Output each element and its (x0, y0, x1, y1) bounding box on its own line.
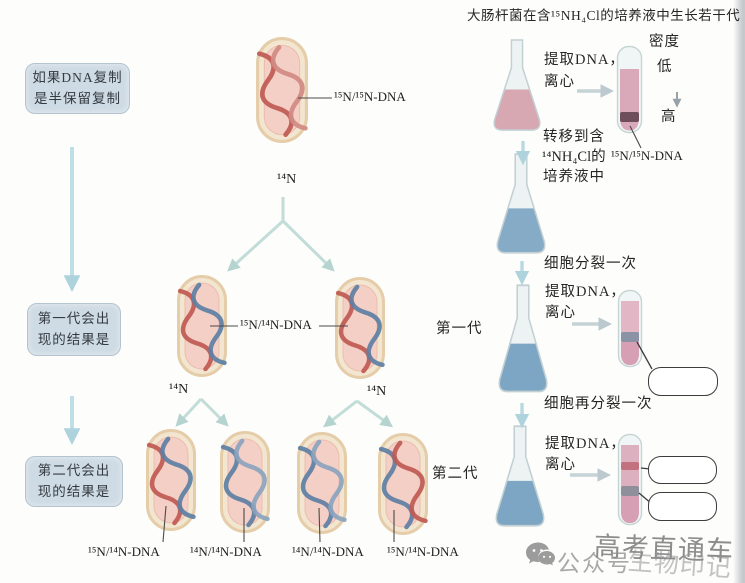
transfer-line1: 转移到含 (543, 129, 605, 145)
gen2-dna-label-1: ¹⁵N/¹⁴N-DNA (88, 544, 160, 559)
division2-left-branch-1 (175, 397, 203, 427)
bacterium-parent (255, 37, 309, 143)
density-title: 密度 (649, 34, 680, 50)
page-scan-edge (733, 0, 745, 583)
hypothesis-box: 如果DNA复制 是半保留复制 (25, 63, 130, 114)
division1-branch-right (281, 219, 335, 272)
bacterium-gen2-2 (219, 431, 271, 533)
flask1-liquid (494, 89, 540, 131)
transfer-line2: ¹⁴NH₄Cl的 (542, 149, 606, 165)
gen1-result-line2: 现的结果是 (37, 331, 111, 347)
division2-right-branch-1 (323, 399, 358, 428)
division2-left-branch-2 (199, 397, 229, 427)
tube3-light-band (621, 462, 639, 470)
gen2-dna-label-4: ¹⁵N/¹⁴N-DNA (387, 544, 459, 559)
wechat-icon (526, 542, 555, 566)
flask-14n-medium-1 (496, 153, 546, 254)
divide-again-label: 细胞再分裂一次 (544, 396, 653, 412)
divide-once-label: 细胞分裂一次 (544, 256, 637, 272)
medium-label-top: ¹⁴N (277, 172, 297, 187)
bacterium-gen1-left (176, 275, 228, 377)
parent-dna-label: ¹⁵N/¹⁵N-DNA (334, 89, 406, 104)
flask-14n-medium-3 (495, 425, 545, 527)
medium-label-right: ¹⁴N (367, 384, 387, 399)
transfer-line3: 培养液中 (543, 169, 605, 185)
tube3-hybrid-band (621, 486, 639, 496)
watermark-brand-front: 高考直通车 (593, 531, 735, 567)
gen2-result-box: 第二代会出 现的结果是 (25, 456, 123, 507)
gen2-label: 第二代 (432, 466, 479, 482)
tube3-liquid-lower (621, 496, 639, 523)
gen1-result-line1: 第一代会出 (37, 311, 111, 327)
extract3-line1: 提取DNA， (545, 436, 626, 452)
gen1-dna-label: ¹⁵N/¹⁴N-DNA (240, 317, 312, 332)
flask3-liquid (499, 343, 547, 392)
flask-14n-medium-2 (498, 284, 548, 393)
extract1-line1: 提取DNA， (544, 52, 625, 68)
gen2-dna-label-3: ¹⁴N/¹⁴N-DNA (292, 544, 364, 559)
gen1-result-box: 第一代会出 现的结果是 (27, 303, 121, 356)
experiment-title: 大肠杆菌在含¹⁵NH₄Cl的培养液中生长若干代 (467, 8, 741, 23)
tube1-band-label: ¹⁵N/¹⁵N-DNA (611, 148, 683, 163)
medium-label-left: ¹⁴N (169, 382, 189, 397)
gen2-result-line2: 现的结果是 (37, 483, 111, 499)
extract2-line2: 离心 (545, 305, 576, 321)
bacterium-gen2-3 (296, 432, 348, 534)
bacterium-gen2-1 (145, 429, 197, 531)
gen2-dna-label-2: ¹⁴N/¹⁴N-DNA (190, 544, 262, 559)
flask2-liquid (497, 208, 545, 253)
tube1-heavy-band (620, 112, 639, 122)
gen2-result-line1: 第二代会出 (37, 463, 111, 479)
answer-box-gen2-upper[interactable] (648, 456, 717, 484)
tube-1 (616, 45, 643, 134)
extract1-line2: 离心 (544, 74, 575, 90)
density-high: 高 (661, 109, 677, 125)
bacterium-gen2-4 (377, 433, 429, 535)
hypothesis-line2: 是半保留复制 (34, 90, 121, 106)
density-low: 低 (657, 59, 673, 75)
extract3-line2: 离心 (545, 457, 576, 473)
extract2-line1: 提取DNA， (545, 284, 626, 300)
tube-3 (617, 433, 643, 526)
tube-2 (617, 289, 643, 368)
watermark-account: 公众号 (557, 551, 632, 576)
flask4-liquid (496, 480, 544, 526)
division1-branch-left (227, 219, 285, 272)
division2-right-branch-2 (356, 399, 394, 428)
gen1-label: 第一代 (436, 321, 483, 337)
tube2-liquid-lower (621, 342, 639, 365)
answer-box-gen1[interactable] (648, 367, 718, 396)
flask-15n-medium (493, 39, 541, 131)
bacterium-gen1-right (334, 277, 386, 379)
hypothesis-line1: 如果DNA复制 (32, 70, 123, 86)
tube2-hybrid-band (621, 332, 639, 342)
answer-box-gen2-lower[interactable] (648, 492, 717, 521)
